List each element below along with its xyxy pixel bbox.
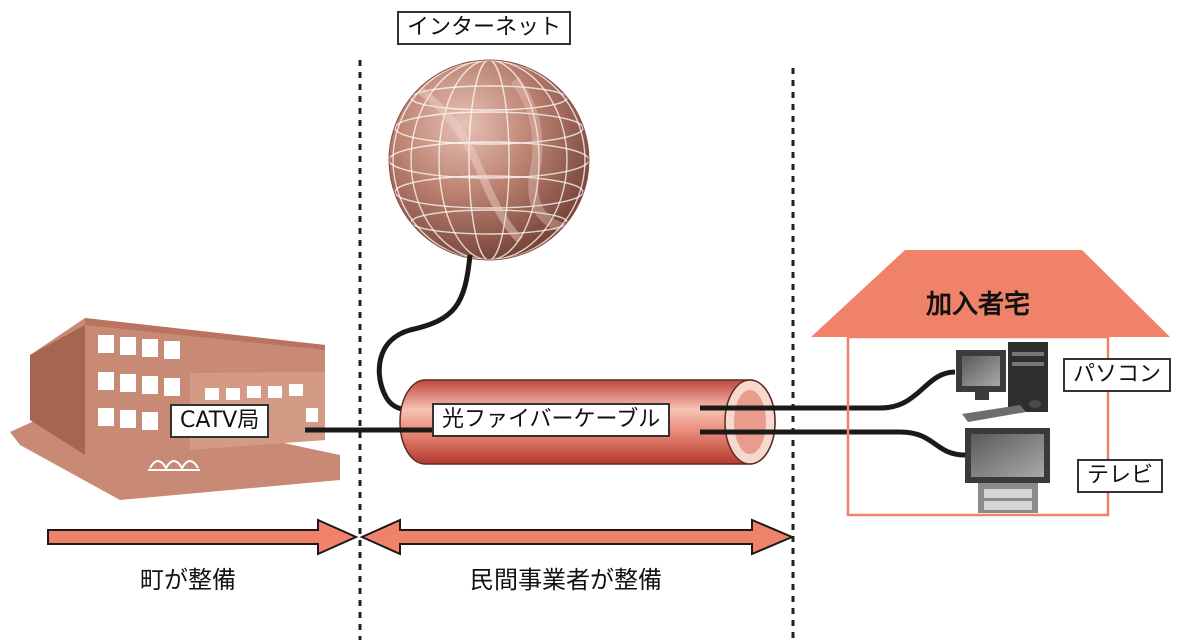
fiber-cable-label: 光ファイバーケーブル <box>432 403 671 437</box>
television-icon <box>965 428 1050 513</box>
catv-station-label: CATV局 <box>170 404 270 438</box>
private-maintained-label: 民間事業者が整備 <box>470 566 662 594</box>
house-roof-icon <box>811 250 1170 517</box>
town-maintained-label: 町が整備 <box>140 566 236 594</box>
computer-icon <box>956 342 1048 422</box>
pc-label: パソコン <box>1063 358 1172 392</box>
tv-label: テレビ <box>1077 459 1164 493</box>
town-arrow <box>47 518 359 556</box>
private-arrow <box>359 518 795 556</box>
tv-cable <box>700 429 966 458</box>
pc-cable <box>700 369 956 411</box>
internet-cable <box>376 254 473 413</box>
globe-icon <box>388 59 590 261</box>
internet-label: インターネット <box>397 11 572 45</box>
subscriber-home-label: 加入者宅 <box>926 290 1031 320</box>
